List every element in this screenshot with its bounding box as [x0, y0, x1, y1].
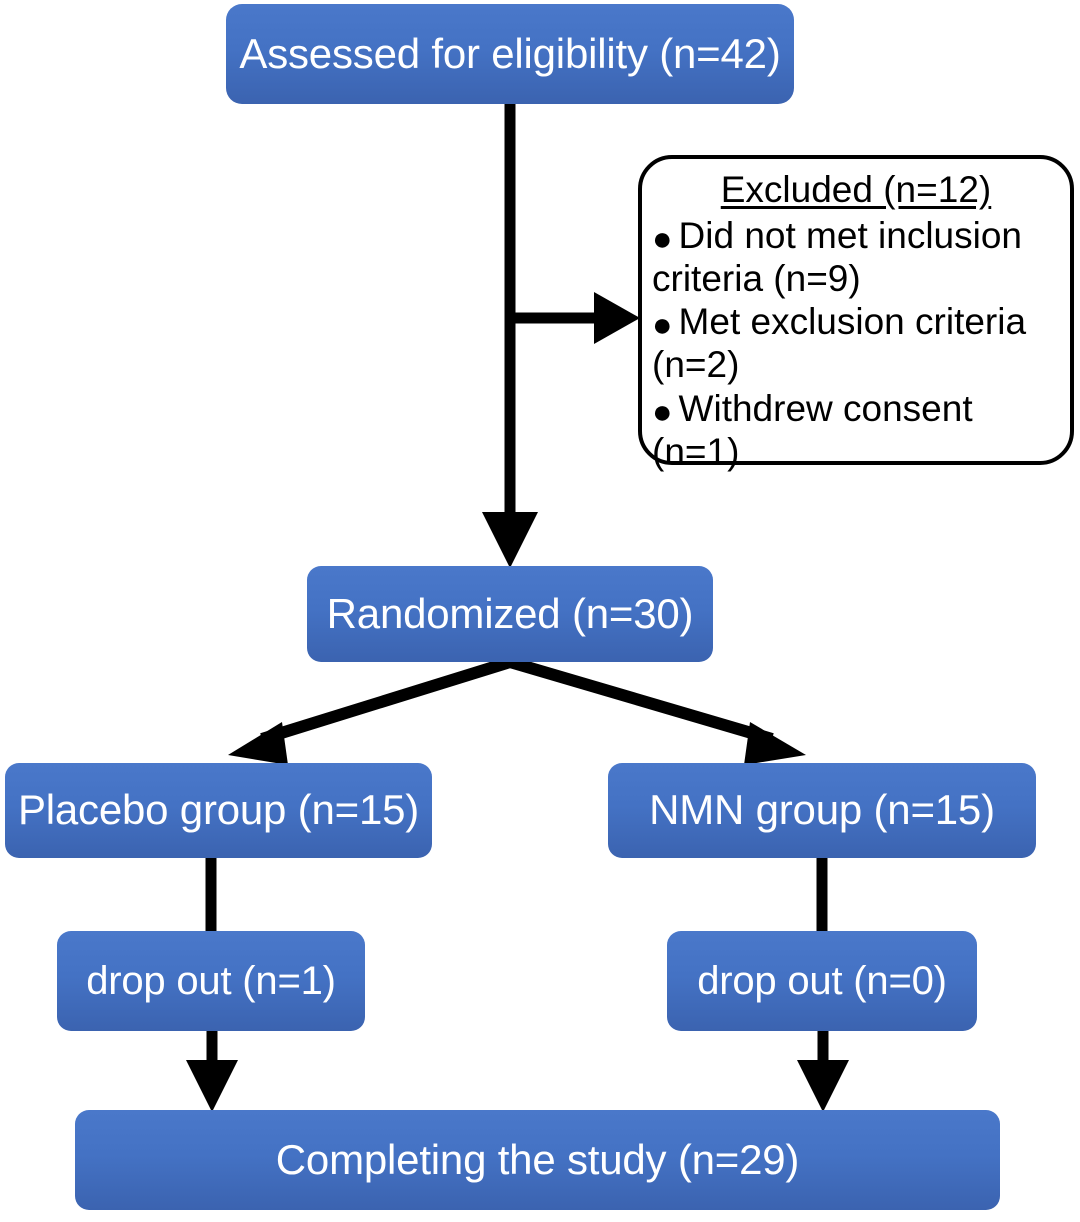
excluded-reason-text: Withdrew consent (n=1) [652, 387, 973, 472]
excluded-reason-item: ●Withdrew consent (n=1) [652, 387, 1060, 474]
excluded-reason-item: ●Met exclusion criteria (n=2) [652, 300, 1060, 387]
edge-dropout-nmn-to-completing [797, 1029, 849, 1112]
node-randomized: Randomized (n=30) [307, 566, 713, 662]
node-placebo-label: Placebo group (n=15) [17, 786, 420, 834]
node-assessed-for-eligibility: Assessed for eligibility (n=42) [226, 4, 794, 104]
node-randomized-label: Randomized (n=30) [326, 589, 694, 637]
edge-randomized-to-placebo [228, 656, 512, 765]
node-nmn-group: NMN group (n=15) [608, 763, 1036, 858]
excluded-reason-list: ●Did not met inclusion criteria (n=9) ●M… [652, 214, 1060, 474]
edge-to-excluded [506, 292, 640, 344]
excluded-title: Excluded (n=12) [720, 169, 992, 210]
edge-randomized-to-nmn [508, 656, 806, 765]
node-assessed-label: Assessed for eligibility (n=42) [239, 29, 781, 77]
node-placebo-group: Placebo group (n=15) [5, 763, 432, 858]
bullet-icon: ● [652, 306, 673, 345]
node-drop-out-placebo: drop out (n=1) [57, 931, 365, 1031]
node-drop-out-nmn: drop out (n=0) [667, 931, 977, 1031]
edge-assessed-to-randomized [482, 104, 538, 568]
bullet-icon: ● [652, 392, 673, 431]
node-completing-label: Completing the study (n=29) [275, 1135, 800, 1183]
node-drop-out-placebo-label: drop out (n=1) [86, 959, 336, 1003]
bullet-icon: ● [652, 219, 673, 258]
excluded-reason-item: ●Did not met inclusion criteria (n=9) [652, 214, 1060, 301]
node-nmn-label: NMN group (n=15) [649, 786, 995, 834]
excluded-reason-text: Did not met inclusion criteria (n=9) [652, 214, 1022, 299]
excluded-reason-text: Met exclusion criteria (n=2) [652, 301, 1027, 386]
node-drop-out-nmn-label: drop out (n=0) [697, 959, 947, 1003]
callout-excluded: Excluded (n=12) ●Did not met inclusion c… [638, 155, 1074, 472]
node-completing-study: Completing the study (n=29) [75, 1110, 1000, 1210]
edge-dropout-placebo-to-completing [186, 1029, 238, 1112]
